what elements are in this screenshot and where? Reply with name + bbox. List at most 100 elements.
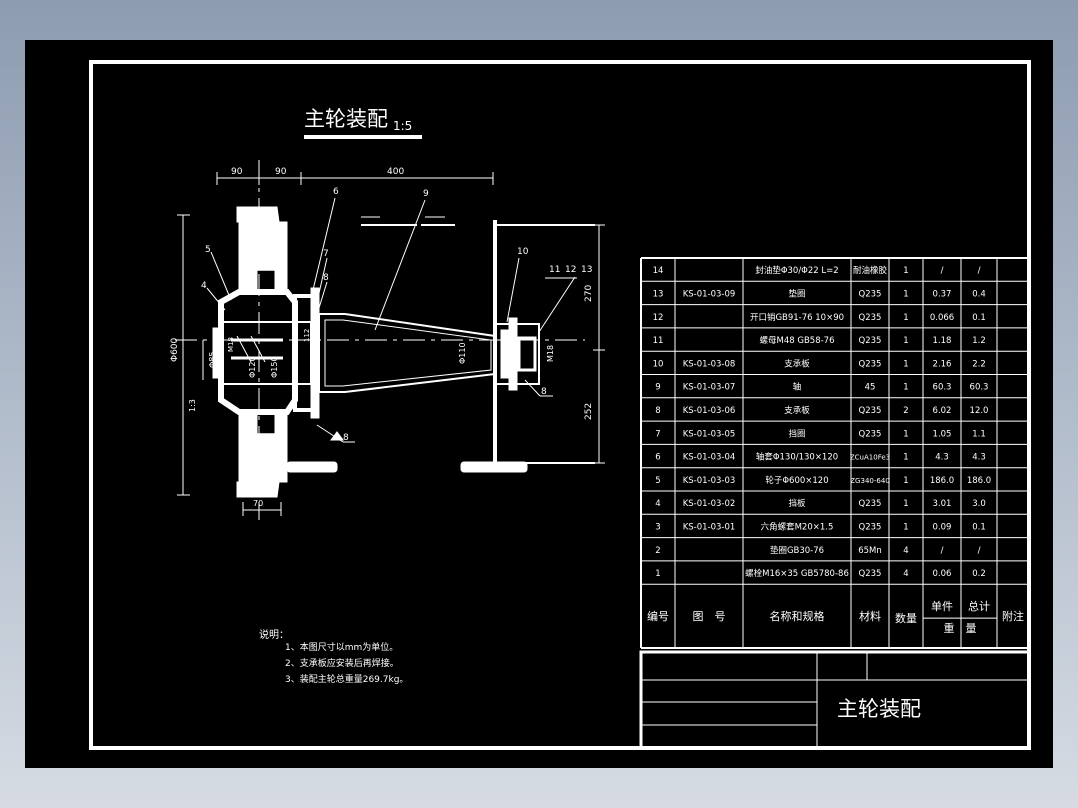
bom-cell-drawing: KS-01-03-09 <box>683 289 736 299</box>
bom-cell-total: 3.0 <box>972 499 986 509</box>
bom-cell-no: 8 <box>655 406 660 416</box>
dim-m18-b: M18 <box>546 345 555 362</box>
drawing-sheet: 主轮装配 1:5 <box>25 40 1053 768</box>
bom-cell-qty: 1 <box>903 383 908 393</box>
bom-cell-material: 45 <box>865 383 876 393</box>
dim-120-b: 120 <box>291 329 299 342</box>
bom-cell-material: ZCuA10Fe3 <box>850 454 890 462</box>
dim-85: Φ85 <box>208 352 217 368</box>
bom-header-qty: 数量 <box>895 612 917 625</box>
bom-header-name: 名称和规格 <box>770 609 825 623</box>
balloon-6: 6 <box>333 187 339 197</box>
bom-cell-no: 2 <box>655 546 660 556</box>
bom-header-unit: 单件 <box>931 600 953 613</box>
bom-cell-total: / <box>978 546 981 556</box>
bom-cell-unit: 0.06 <box>933 569 952 579</box>
balloon-9: 9 <box>423 189 429 199</box>
bom-header-material: 材料 <box>859 609 881 623</box>
bom-cell-name: 垫圈GB30-76 <box>770 545 824 556</box>
balloon-8-c: 8 <box>541 387 547 397</box>
dim-90-left: 90 <box>231 167 243 177</box>
bom-cell-material: Q235 <box>859 336 882 346</box>
bom-cell-no: 11 <box>653 336 664 346</box>
bom-cell-total: 2.2 <box>972 359 986 369</box>
bom-cell-unit: 0.09 <box>933 522 952 532</box>
bom-cell-qty: 4 <box>903 569 908 579</box>
dim-270: 270 <box>584 285 594 302</box>
cad-drawing: 主轮装配 1:5 <box>89 60 1031 750</box>
bom-cell-material: Q235 <box>859 313 882 323</box>
bom-cell-material: Q235 <box>859 359 882 369</box>
balloon-13: 13 <box>581 265 592 275</box>
bom-cell-qty: 1 <box>903 289 908 299</box>
bom-cell-total: 60.3 <box>970 383 989 393</box>
bom-cell-unit: 2.16 <box>933 359 952 369</box>
bom-cell-qty: 1 <box>903 266 908 276</box>
wheel-assembly-view <box>175 160 605 520</box>
bom-cell-total: 0.1 <box>972 522 986 532</box>
bom-cell-qty: 1 <box>903 453 908 463</box>
note-item-1: 1、本图尺寸以mm为单位。 <box>285 641 398 653</box>
bom-cell-total: / <box>978 266 981 276</box>
bom-cell-no: 6 <box>655 453 660 463</box>
bom-cell-total: 0.4 <box>972 289 986 299</box>
title-underline <box>304 135 422 139</box>
drawing-scale: 1:5 <box>393 119 412 133</box>
bom-cell-qty: 1 <box>903 476 908 486</box>
bom-cell-qty: 1 <box>903 359 908 369</box>
title-block <box>639 650 1031 750</box>
notes-heading: 说明： <box>259 628 289 641</box>
bom-cell-unit: 1.18 <box>933 336 952 346</box>
bom-cell-qty: 1 <box>903 429 908 439</box>
bom-cell-name: 轴套Φ130/130×120 <box>756 452 838 463</box>
bom-cell-total: 186.0 <box>967 476 991 486</box>
bom-cell-unit: 1.05 <box>933 429 952 439</box>
bom-cell-material: Q235 <box>859 499 882 509</box>
dim-400: 400 <box>387 167 404 177</box>
bom-cell-unit: 4.3 <box>935 453 949 463</box>
bom-cell-drawing: KS-01-03-07 <box>683 383 736 393</box>
bom-cell-no: 13 <box>653 289 664 299</box>
bom-cell-drawing: KS-01-03-01 <box>683 522 736 532</box>
bom-cell-drawing: KS-01-03-03 <box>683 476 736 486</box>
bom-header-total: 总计 <box>968 599 990 613</box>
dim-70: 70 <box>253 499 263 508</box>
bom-header-drawing: 图 号 <box>693 610 726 623</box>
bom-cell-total: 4.3 <box>972 453 986 463</box>
bom-cell-no: 10 <box>653 359 664 369</box>
balloon-4: 4 <box>201 281 207 291</box>
bom-cell-name: 六角螺套M20×1.5 <box>761 521 834 532</box>
bom-header-weight: 重 量 <box>944 621 977 635</box>
bom-cell-material: 65Mn <box>858 546 882 556</box>
dim-252: 252 <box>584 403 594 420</box>
bom-cell-name: 螺母M48 GB58-76 <box>760 335 835 346</box>
bom-cell-material: Q235 <box>859 429 882 439</box>
bom-cell-qty: 1 <box>903 336 908 346</box>
bom-header-no: 编号 <box>647 609 669 623</box>
bom-cell-material: ZG340-640 <box>850 477 889 485</box>
bom-cell-drawing: KS-01-03-06 <box>683 406 736 416</box>
drawing-title: 主轮装配 <box>304 107 388 131</box>
bom-cell-unit: 186.0 <box>930 476 954 486</box>
bom-cell-drawing: KS-01-03-02 <box>683 499 736 509</box>
balloon-11: 11 <box>549 265 560 275</box>
balloon-12: 12 <box>565 265 576 275</box>
bom-cell-total: 1.2 <box>972 336 986 346</box>
bom-cell-name: 螺栓M16×35 GB5780-86 <box>745 568 849 579</box>
bom-cell-total: 12.0 <box>970 406 989 416</box>
bom-cell-qty: 1 <box>903 313 908 323</box>
dim-90-right: 90 <box>275 167 287 177</box>
bom-cell-drawing: KS-01-03-08 <box>683 359 736 369</box>
note-item-3: 3、装配主轮总重量269.7kg。 <box>285 673 408 685</box>
note-item-2: 2、支承板应安装后再焊接。 <box>285 657 399 669</box>
bom-cell-name: 挡板 <box>788 498 806 509</box>
bom-cell-unit: 60.3 <box>933 383 952 393</box>
bom-cell-qty: 4 <box>903 546 908 556</box>
bom-cell-unit: / <box>941 266 944 276</box>
balloon-5: 5 <box>205 245 211 255</box>
dim-110: Φ110 <box>458 342 467 364</box>
bom-cell-total: 0.1 <box>972 313 986 323</box>
balloon-8-a: 8 <box>323 273 329 283</box>
dim-112: 112 <box>303 329 311 342</box>
